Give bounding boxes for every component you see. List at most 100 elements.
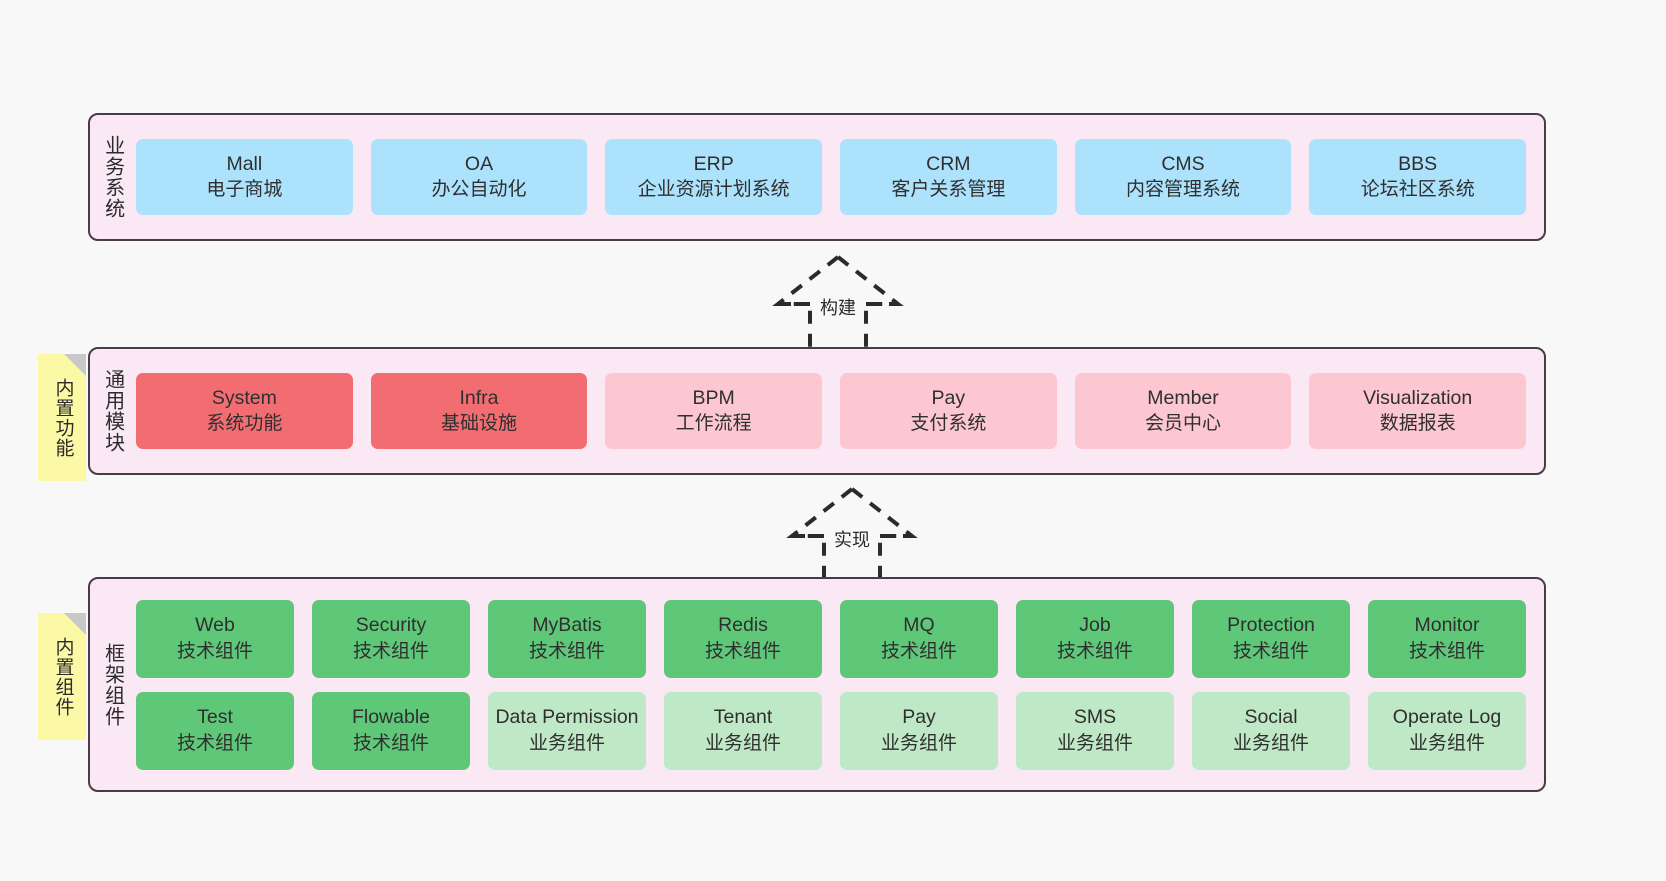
connector-implement: 实现 <box>762 484 942 586</box>
card-title-cn: 论坛社区系统 <box>1360 179 1475 201</box>
sticky-note-builtin-component: 内置组件 <box>38 613 86 740</box>
card-title-en: Infra <box>459 386 499 409</box>
card-title-en: OA <box>464 152 494 175</box>
card-title-cn: 技术组件 <box>176 732 253 754</box>
card-title-cn: 企业资源计划系统 <box>637 179 790 201</box>
card-monitor[interactable]: Monitor 技术组件 <box>1368 599 1526 678</box>
layer-title-framework-component: 框架组件 <box>101 642 124 727</box>
card-title-cn: 技术组件 <box>352 732 429 754</box>
card-title-en: CRM <box>926 152 971 175</box>
card-title-cn: 业务组件 <box>704 732 781 754</box>
card-title-en: System <box>211 386 277 409</box>
card-visualization[interactable]: Visualization 数据报表 <box>1309 373 1527 449</box>
layer-title-business-system: 业务系统 <box>101 135 124 219</box>
card-test[interactable]: Test 技术组件 <box>136 691 294 770</box>
card-title-en: Security <box>355 614 427 637</box>
card-title-en: Visualization <box>1363 386 1473 409</box>
card-tenant[interactable]: Tenant 业务组件 <box>664 691 822 770</box>
card-title-en: Pay <box>931 386 966 409</box>
card-title-cn: 办公自动化 <box>431 179 527 201</box>
card-data-permission[interactable]: Data Permission 业务组件 <box>488 691 646 770</box>
card-cms[interactable]: CMS 内容管理系统 <box>1074 139 1292 215</box>
card-row: Test 技术组件 Flowable 技术组件 Data Permission … <box>136 691 1526 770</box>
card-title-cn: 客户关系管理 <box>891 179 1006 201</box>
card-title-cn: 技术组件 <box>1232 640 1309 662</box>
card-title-cn: 技术组件 <box>704 640 781 662</box>
card-title-en: Tenant <box>713 706 773 729</box>
card-title-cn: 电子商城 <box>206 179 283 201</box>
layer-body-common-module: System 系统功能 Infra 基础设施 BPM 工作流程 Pay 支付系统… <box>134 349 1544 473</box>
card-title-cn: 业务组件 <box>1232 732 1309 754</box>
connector-label-implement: 实现 <box>831 526 873 552</box>
layer-title-common-module: 通用模块 <box>101 369 124 453</box>
card-system[interactable]: System 系统功能 <box>136 373 353 449</box>
card-title-cn: 基础设施 <box>441 413 518 435</box>
card-title-cn: 技术组件 <box>352 640 429 662</box>
card-sms[interactable]: SMS 业务组件 <box>1016 691 1174 770</box>
card-row: System 系统功能 Infra 基础设施 BPM 工作流程 Pay 支付系统… <box>136 373 1527 449</box>
layer-common-module: 通用模块 System 系统功能 Infra 基础设施 BPM 工作流程 Pay… <box>88 347 1546 475</box>
card-web[interactable]: Web 技术组件 <box>136 599 294 678</box>
card-title-cn: 技术组件 <box>176 640 253 662</box>
card-title-cn: 业务组件 <box>1056 732 1133 754</box>
card-title-en: SMS <box>1073 706 1117 729</box>
card-title-cn: 业务组件 <box>1408 732 1485 754</box>
layer-business-system: 业务系统 Mall 电子商城 OA 办公自动化 ERP 企业资源计划系统 CRM… <box>88 113 1546 241</box>
card-title-en: BPM <box>692 386 735 409</box>
card-title-cn: 系统功能 <box>206 413 283 435</box>
card-title-en: Member <box>1147 386 1219 409</box>
card-title-en: MQ <box>903 614 935 637</box>
card-title-cn: 支付系统 <box>910 413 987 435</box>
card-mq[interactable]: MQ 技术组件 <box>840 599 998 678</box>
card-operate-log[interactable]: Operate Log 业务组件 <box>1368 691 1526 770</box>
card-title-en: Social <box>1244 706 1298 729</box>
card-bbs[interactable]: BBS 论坛社区系统 <box>1309 139 1527 215</box>
sticky-note-builtin-feature: 内置功能 <box>38 354 86 481</box>
card-title-cn: 技术组件 <box>1056 640 1133 662</box>
card-title-en: Operate Log <box>1392 706 1502 729</box>
card-member[interactable]: Member 会员中心 <box>1074 373 1292 449</box>
layer-framework-component: 框架组件 Web 技术组件 Security 技术组件 MyBatis 技术组件… <box>88 577 1546 792</box>
card-mybatis[interactable]: MyBatis 技术组件 <box>488 599 646 678</box>
card-title-en: Mall <box>226 152 263 175</box>
card-flowable[interactable]: Flowable 技术组件 <box>312 691 470 770</box>
connector-label-build: 构建 <box>817 294 859 320</box>
card-title-cn: 技术组件 <box>528 640 605 662</box>
card-title-cn: 会员中心 <box>1145 413 1222 435</box>
card-title-en: Web <box>195 614 235 637</box>
card-erp[interactable]: ERP 企业资源计划系统 <box>605 139 823 215</box>
card-row: Mall 电子商城 OA 办公自动化 ERP 企业资源计划系统 CRM 客户关系… <box>136 139 1527 215</box>
card-title-en: Flowable <box>351 706 431 729</box>
card-title-en: Redis <box>718 614 768 637</box>
card-oa[interactable]: OA 办公自动化 <box>370 139 588 215</box>
card-title-en: Test <box>197 706 233 729</box>
card-title-cn: 数据报表 <box>1379 413 1456 435</box>
card-pay-business[interactable]: Pay 业务组件 <box>840 691 998 770</box>
card-pay[interactable]: Pay 支付系统 <box>840 373 1057 449</box>
card-crm[interactable]: CRM 客户关系管理 <box>840 139 1057 215</box>
card-infra[interactable]: Infra 基础设施 <box>370 373 588 449</box>
card-title-cn: 内容管理系统 <box>1126 179 1241 201</box>
card-title-en: Pay <box>902 706 936 729</box>
card-redis[interactable]: Redis 技术组件 <box>664 599 822 678</box>
card-title-en: CMS <box>1161 152 1205 175</box>
card-title-en: Monitor <box>1414 614 1480 637</box>
layer-body-framework-component: Web 技术组件 Security 技术组件 MyBatis 技术组件 Redi… <box>134 579 1544 790</box>
card-job[interactable]: Job 技术组件 <box>1016 599 1174 678</box>
card-security[interactable]: Security 技术组件 <box>312 599 470 678</box>
card-title-cn: 工作流程 <box>675 413 752 435</box>
card-title-en: Protection <box>1227 614 1315 637</box>
card-title-cn: 业务组件 <box>528 732 605 754</box>
card-title-en: ERP <box>693 152 734 175</box>
card-mall[interactable]: Mall 电子商城 <box>136 139 353 215</box>
card-title-en: Job <box>1079 614 1111 637</box>
card-title-cn: 业务组件 <box>880 732 957 754</box>
connector-build: 构建 <box>748 252 928 354</box>
card-title-en: MyBatis <box>532 614 602 637</box>
card-title-en: BBS <box>1398 152 1438 175</box>
card-social[interactable]: Social 业务组件 <box>1192 691 1350 770</box>
card-bpm[interactable]: BPM 工作流程 <box>605 373 823 449</box>
card-protection[interactable]: Protection 技术组件 <box>1192 599 1350 678</box>
card-title-en: Data Permission <box>495 706 639 729</box>
